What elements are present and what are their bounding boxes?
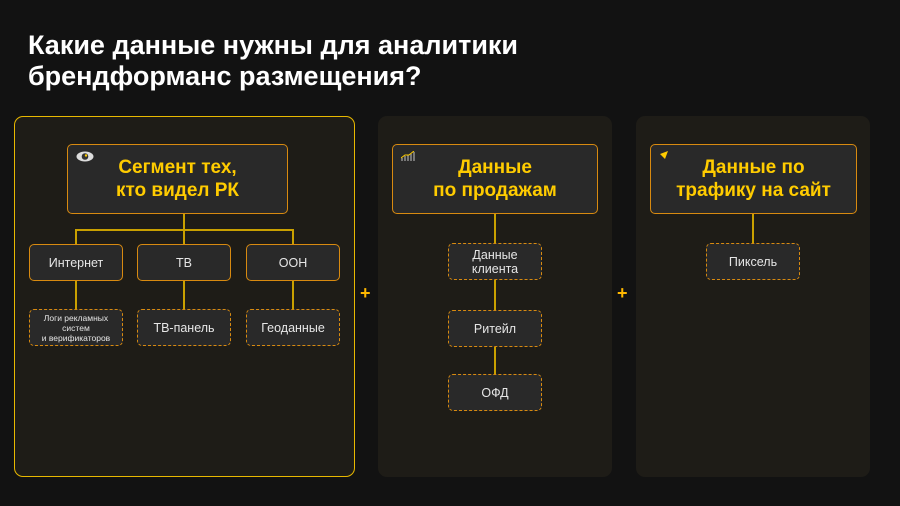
node-pixel: Пиксель: [706, 243, 800, 280]
node-geodata: Геоданные: [246, 309, 340, 346]
text-line: Логи рекламных: [43, 312, 109, 323]
header-line: по продажам: [433, 180, 557, 201]
connector: [183, 214, 185, 229]
node-internet: Интернет: [29, 244, 123, 281]
node-ofd: ОФД: [448, 374, 542, 411]
node-tv-panel: ТВ-панель: [137, 309, 231, 346]
header-line: Сегмент тех,: [118, 157, 237, 178]
node-tv: ТВ: [137, 244, 231, 281]
plus-icon: +: [360, 283, 371, 303]
text-line: и верификаторов: [41, 332, 111, 343]
header-line: кто видел РК: [115, 180, 240, 201]
node-retail: Ритейл: [448, 310, 542, 347]
connector: [752, 214, 754, 244]
title-line: Какие данные нужны для аналитики: [28, 30, 519, 60]
node-ooh: ООН: [246, 244, 340, 281]
header-line: Данные по: [702, 157, 805, 178]
text-line: систем: [62, 322, 90, 333]
cursor-icon: [660, 151, 668, 159]
segment-header: Сегмент тех,кто видел РК: [67, 144, 288, 214]
eye-icon: [76, 151, 94, 162]
header-line: Данные: [458, 157, 532, 178]
connector: [494, 214, 496, 374]
title-line: брендформанс размещения?: [28, 61, 422, 91]
chart-bars-icon: [401, 151, 415, 161]
header-line: трафику на сайт: [676, 180, 831, 201]
plus-icon: +: [617, 283, 628, 303]
text-line: клиента: [471, 261, 519, 276]
text-line: Данные: [472, 247, 518, 262]
